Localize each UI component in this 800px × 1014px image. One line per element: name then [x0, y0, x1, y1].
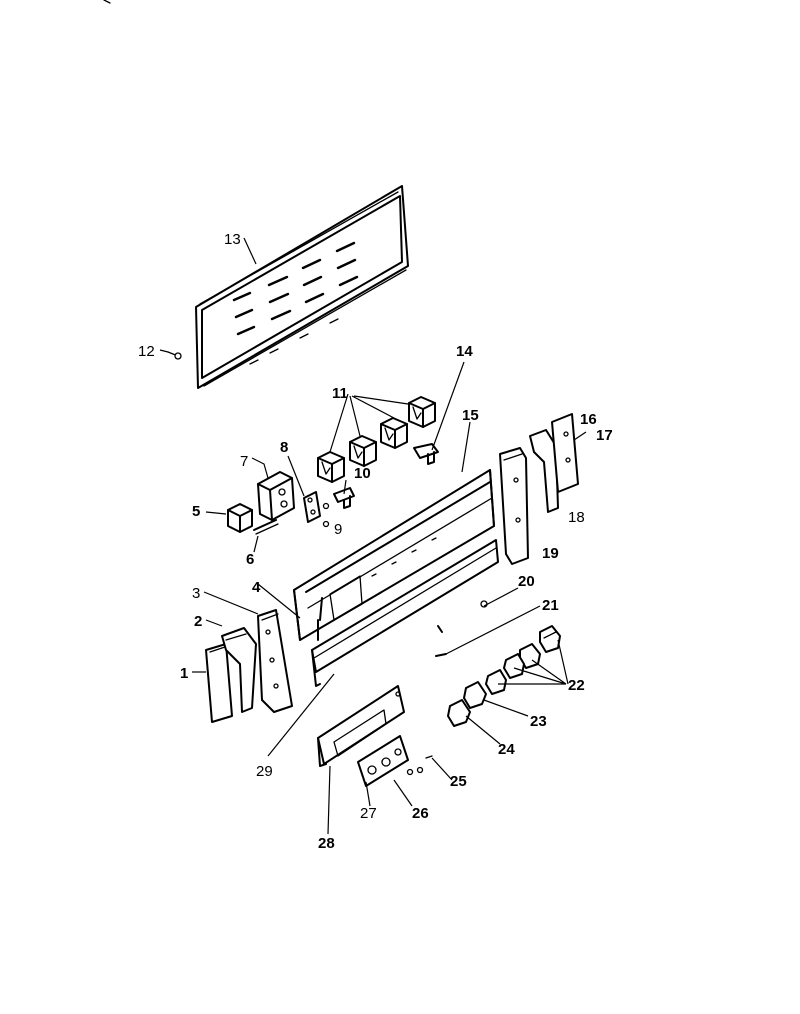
callout-4: 4	[252, 579, 261, 596]
part-25-bolts	[406, 755, 433, 776]
part-19-right-bracket	[499, 447, 529, 565]
callout-18: 18	[568, 509, 585, 526]
callout-7: 7	[240, 453, 248, 470]
part-16-17-end-panel	[551, 413, 579, 493]
callout-2: 2	[194, 613, 202, 630]
part-2-end-bracket	[221, 627, 257, 713]
knob-22d	[485, 669, 507, 695]
callout-9: 9	[334, 521, 342, 538]
part-23-knob	[463, 681, 487, 709]
callout-3: 3	[192, 585, 200, 602]
callout-16: 16	[580, 411, 597, 428]
callout-27: 27	[360, 805, 377, 822]
part-12-screw	[167, 351, 182, 360]
part-20-bolt	[480, 600, 488, 608]
callout-8: 8	[280, 439, 288, 456]
part-7-control-box	[257, 471, 295, 521]
leader-lines	[159, 237, 587, 835]
callout-6: 6	[246, 551, 254, 568]
part-26-27-clock-panel	[357, 735, 409, 787]
callout-25: 25	[450, 773, 467, 790]
part-24-knob	[447, 699, 471, 727]
callout-26: 26	[412, 805, 429, 822]
callout-11: 11	[332, 385, 348, 402]
callout-19: 19	[542, 545, 559, 562]
panel-vent-slots	[232, 241, 359, 336]
callout-1: 1	[180, 665, 188, 682]
part-1-end-panel	[205, 643, 233, 723]
callout-labels: 13 12 14 11 15 16 17 8 7 10 5 18 9 19 6 …	[138, 231, 613, 852]
callout-10: 10	[354, 465, 371, 482]
callout-28: 28	[318, 835, 335, 852]
part-8-bracket	[303, 491, 321, 523]
switch-1	[317, 451, 345, 483]
part-3-side-panel	[257, 609, 293, 713]
callout-23: 23	[530, 713, 547, 730]
corner-mark	[103, 0, 111, 4]
knob-22c	[503, 653, 525, 679]
callout-5: 5	[192, 503, 200, 520]
callout-24: 24	[498, 741, 515, 758]
part-13-backguard-panel	[195, 185, 409, 389]
callout-21: 21	[542, 597, 559, 614]
knob-22a	[539, 625, 561, 653]
part-5-switch	[227, 503, 253, 533]
part-6-rod	[253, 519, 279, 535]
callout-22: 22	[568, 677, 585, 694]
part-28-front-panel	[317, 685, 405, 767]
part-11-switches	[317, 396, 436, 483]
switch-3	[380, 417, 408, 449]
part-22-knobs	[485, 625, 561, 695]
part-18-right-bracket	[529, 429, 559, 513]
switch-4	[408, 396, 436, 428]
switch-2	[349, 435, 377, 467]
callout-12: 12	[138, 343, 155, 360]
part-29-lower-trim	[311, 539, 499, 687]
part-9-screws	[322, 502, 330, 528]
callout-29: 29	[256, 763, 273, 780]
callout-17: 17	[596, 427, 613, 444]
part-21-screws	[435, 625, 447, 657]
part-14-connector	[413, 443, 439, 465]
callout-20: 20	[518, 573, 535, 590]
callout-14: 14	[456, 343, 473, 360]
callout-15: 15	[462, 407, 479, 424]
callout-13: 13	[224, 231, 241, 248]
